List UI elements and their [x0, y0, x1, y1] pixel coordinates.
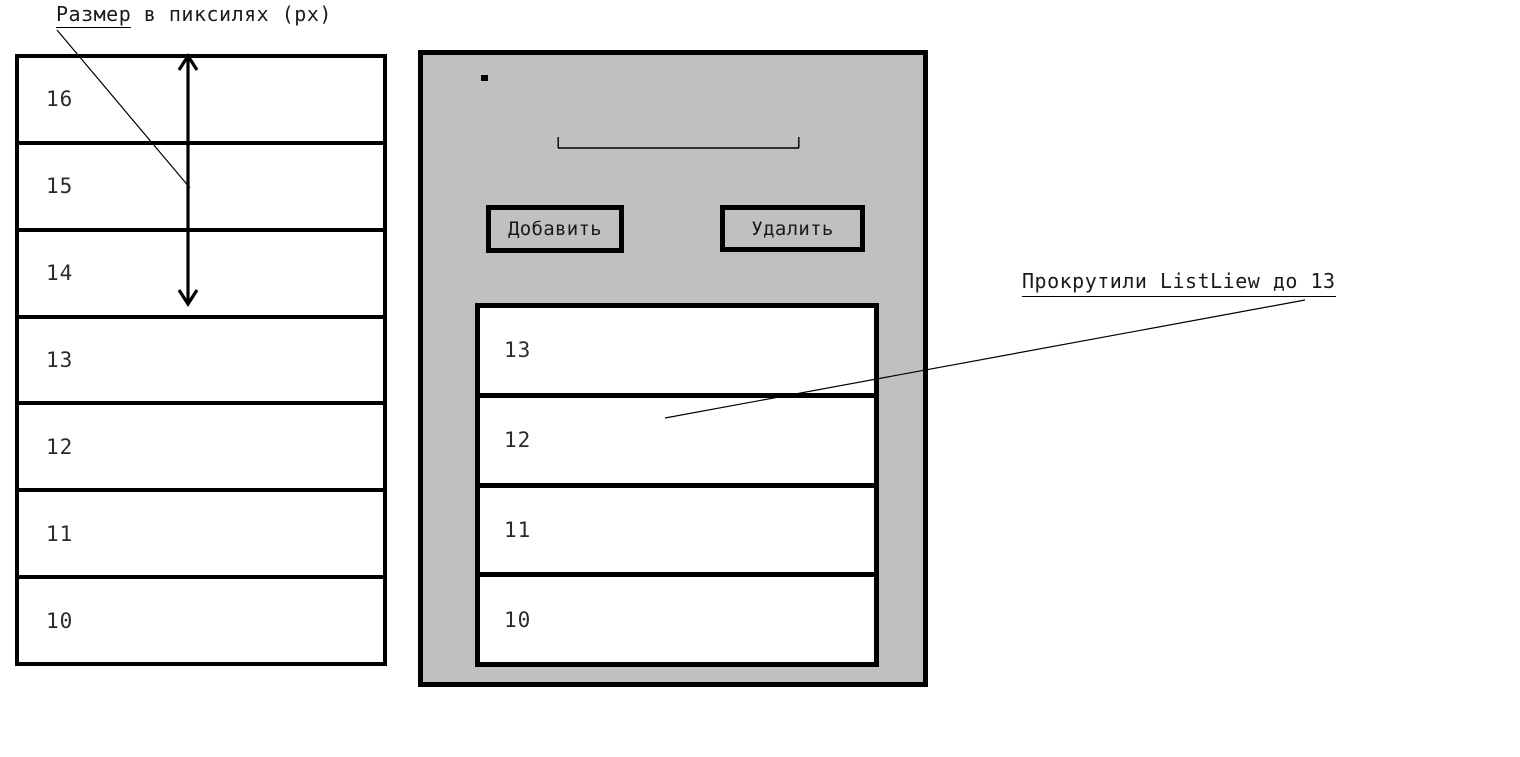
list-item[interactable]: 12 [480, 397, 874, 488]
full-item-list[interactable]: 16 15 14 13 12 11 10 [15, 54, 387, 666]
list-item-label: 13 [504, 338, 532, 363]
list-item[interactable]: 11 [19, 492, 383, 580]
text-input-field[interactable] [557, 136, 800, 150]
dialog-button-row: Добавить Удалить [423, 55, 923, 682]
list-item-label: 10 [46, 608, 74, 633]
list-item[interactable]: 10 [480, 577, 874, 662]
list-item[interactable]: 14 [19, 231, 383, 319]
list-item[interactable]: 10 [19, 579, 383, 663]
add-button[interactable]: Добавить [486, 205, 624, 253]
annotation-scroll-label: Прокрутили ListLiew до 13 [1022, 269, 1336, 297]
list-item-label: 12 [504, 428, 532, 453]
list-item-label: 10 [504, 607, 532, 632]
list-item-label: 14 [46, 261, 74, 286]
annotation-size-rest: в пиксилях (px) [131, 2, 332, 26]
delete-button-label: Удалить [751, 217, 834, 240]
list-item-label: 12 [46, 434, 74, 459]
list-item[interactable]: 13 [480, 308, 874, 398]
add-button-label: Добавить [508, 218, 602, 240]
list-item-label: 16 [46, 87, 74, 112]
list-item[interactable]: 15 [19, 144, 383, 232]
listview-scrolled[interactable]: 13 12 11 10 [475, 303, 879, 667]
annotation-size-underlined-word: Размер [56, 2, 132, 28]
list-item[interactable]: 13 [19, 318, 383, 406]
list-item-label: 11 [46, 521, 74, 546]
list-item[interactable]: 12 [19, 405, 383, 493]
list-item-label: 11 [504, 517, 532, 542]
list-item-label: 15 [46, 174, 74, 199]
delete-button[interactable]: Удалить [720, 205, 865, 252]
dialog-window: Добавить Удалить 13 12 11 10 [418, 50, 928, 687]
list-item[interactable]: 11 [480, 487, 874, 578]
list-item[interactable]: 16 [19, 58, 383, 145]
annotation-scroll-text: Прокрутили ListLiew до 13 [1022, 269, 1336, 297]
annotation-size-label: Размер в пиксилях (px) [56, 2, 332, 28]
dialog-marker-dot-icon [481, 75, 488, 81]
list-item-label: 13 [46, 348, 74, 372]
